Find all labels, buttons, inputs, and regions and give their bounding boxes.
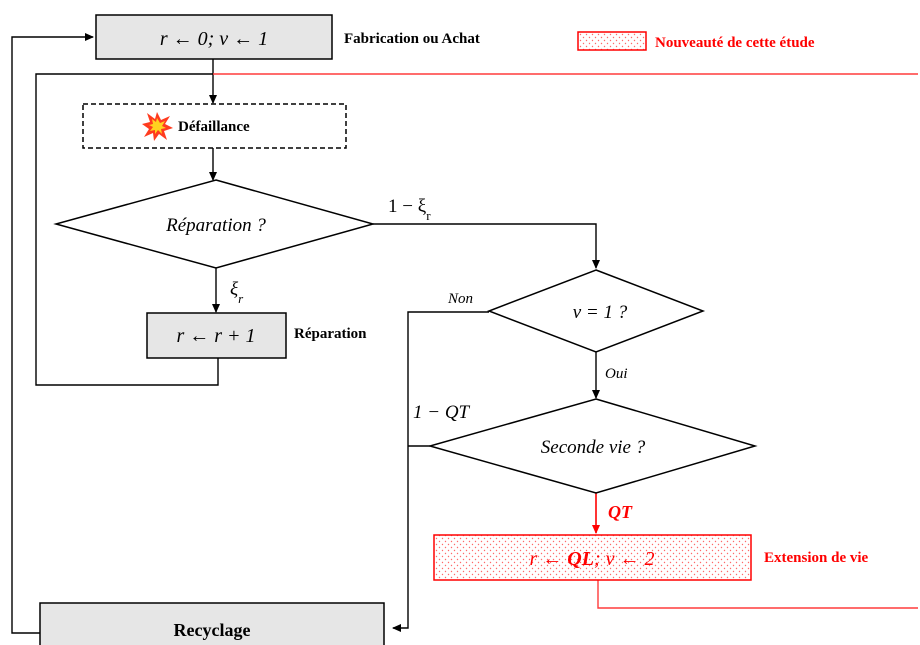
edge-label-v-no: Non [447, 291, 473, 307]
repair-label: r ← r + 1 [176, 325, 255, 347]
v-check-diamond [486, 269, 706, 353]
edge-decision-to-vcheck [373, 223, 600, 269]
failure-box [82, 103, 347, 149]
edge-label-repair-no: 1 − ξr [388, 196, 431, 223]
edge-recycling-to-start [11, 33, 94, 634]
second-life-diamond [427, 398, 758, 494]
life-extension-label: r ← QL; v ← 2 [529, 548, 654, 570]
start-box [95, 14, 333, 60]
start-label: r ← 0; v ← 1 [160, 28, 268, 50]
life-extension-side-label: Extension de vie [764, 550, 869, 566]
edge-label-repair-yes: ξr [230, 279, 244, 306]
edge-label-second-life-yes: QT [608, 502, 633, 522]
edge-label-second-life-no: 1 − QT [413, 402, 471, 423]
edge-repair-loop [35, 73, 219, 386]
edge-vcheck-to-recycling [392, 311, 489, 632]
edge-extension-loop [597, 580, 918, 609]
start-side-label: Fabrication ou Achat [344, 31, 480, 47]
repair-box [146, 312, 287, 359]
recycling-box [39, 602, 385, 645]
failure-label: Défaillance [178, 119, 250, 135]
explosion-icon [142, 112, 173, 141]
repair-decision-diamond [53, 179, 376, 269]
recycling-label: Recyclage [174, 620, 251, 640]
second-life-label: Seconde vie ? [541, 437, 646, 458]
life-extension-box [433, 534, 752, 581]
v-check-label: v = 1 ? [573, 302, 628, 323]
repair-side-label: Réparation [294, 326, 367, 342]
legend-label: Nouveauté de cette étude [655, 35, 815, 51]
edge-label-v-yes: Oui [605, 366, 628, 382]
repair-decision-label: Réparation ? [165, 215, 266, 236]
legend-swatch [577, 31, 647, 51]
